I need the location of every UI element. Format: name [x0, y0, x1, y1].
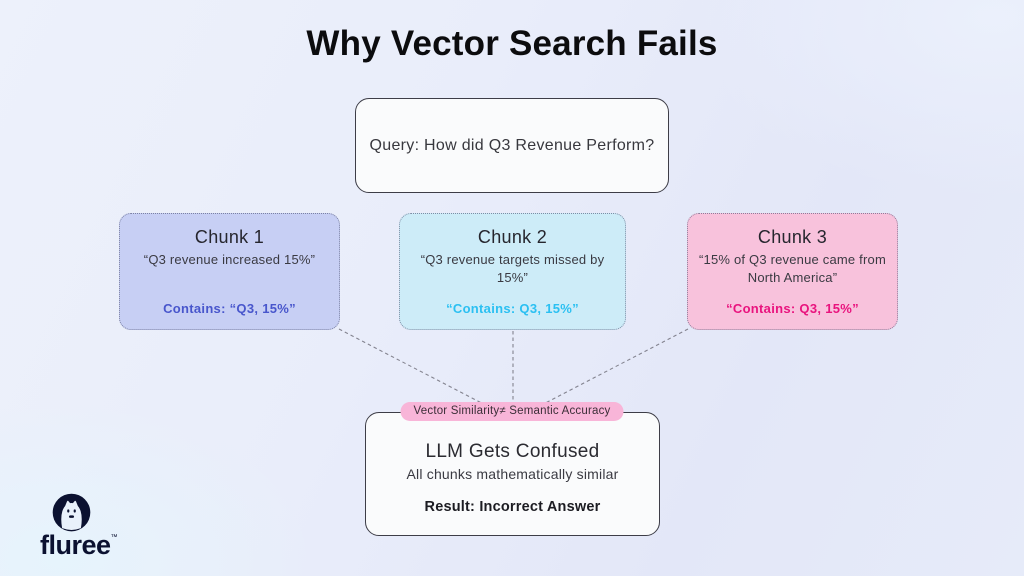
- chunk-1-body: “Q3 revenue increased 15%”: [143, 252, 316, 267]
- connector-chunk3: [531, 328, 689, 411]
- chunk-1-title: Chunk 1: [194, 227, 265, 247]
- fluree-mascot-icon: [52, 493, 91, 532]
- llm-result-box: LLM Gets Confused All chunks mathematica…: [365, 412, 660, 536]
- chunk-1-box: Chunk 1 “Q3 revenue increased 15%” Conta…: [119, 213, 340, 330]
- llm-result-answer: Result: Incorrect Answer: [424, 499, 601, 515]
- chunk-1-contains: Contains: “Q3, 15%”: [163, 301, 296, 316]
- chunk-2-title: Chunk 2: [477, 227, 548, 247]
- chunk-3-box: Chunk 3 “15% of Q3 revenue came from Nor…: [687, 213, 898, 330]
- chunk-2-contains: “Contains: Q3, 15%”: [446, 301, 579, 316]
- fluree-logo: fluree™: [40, 491, 120, 559]
- llm-result-title: LLM Gets Confused: [425, 441, 600, 462]
- page-title: Why Vector Search Fails: [306, 24, 718, 63]
- llm-result-subtitle: All chunks mathematically similar: [406, 466, 619, 482]
- chunk-2-box: Chunk 2 “Q3 revenue targets missed by 15…: [399, 213, 626, 330]
- connector-chunk1: [338, 328, 496, 411]
- chunk-3-body: “15% of Q3 revenue came from North Ameri…: [699, 252, 886, 285]
- query-box: Query: How did Q3 Revenue Perform?: [355, 98, 669, 193]
- chunk-3-contains: “Contains: Q3, 15%”: [726, 301, 859, 316]
- chunk-2-body: “Q3 revenue targets missed by 15%”: [420, 252, 605, 285]
- chunk-3-title: Chunk 3: [757, 227, 828, 247]
- similarity-badge: Vector Similarity≠ Semantic Accuracy: [400, 402, 624, 421]
- trademark-symbol: ™: [110, 534, 118, 541]
- query-text: Query: How did Q3 Revenue Perform?: [369, 136, 655, 154]
- fluree-wordmark: fluree™: [40, 530, 118, 560]
